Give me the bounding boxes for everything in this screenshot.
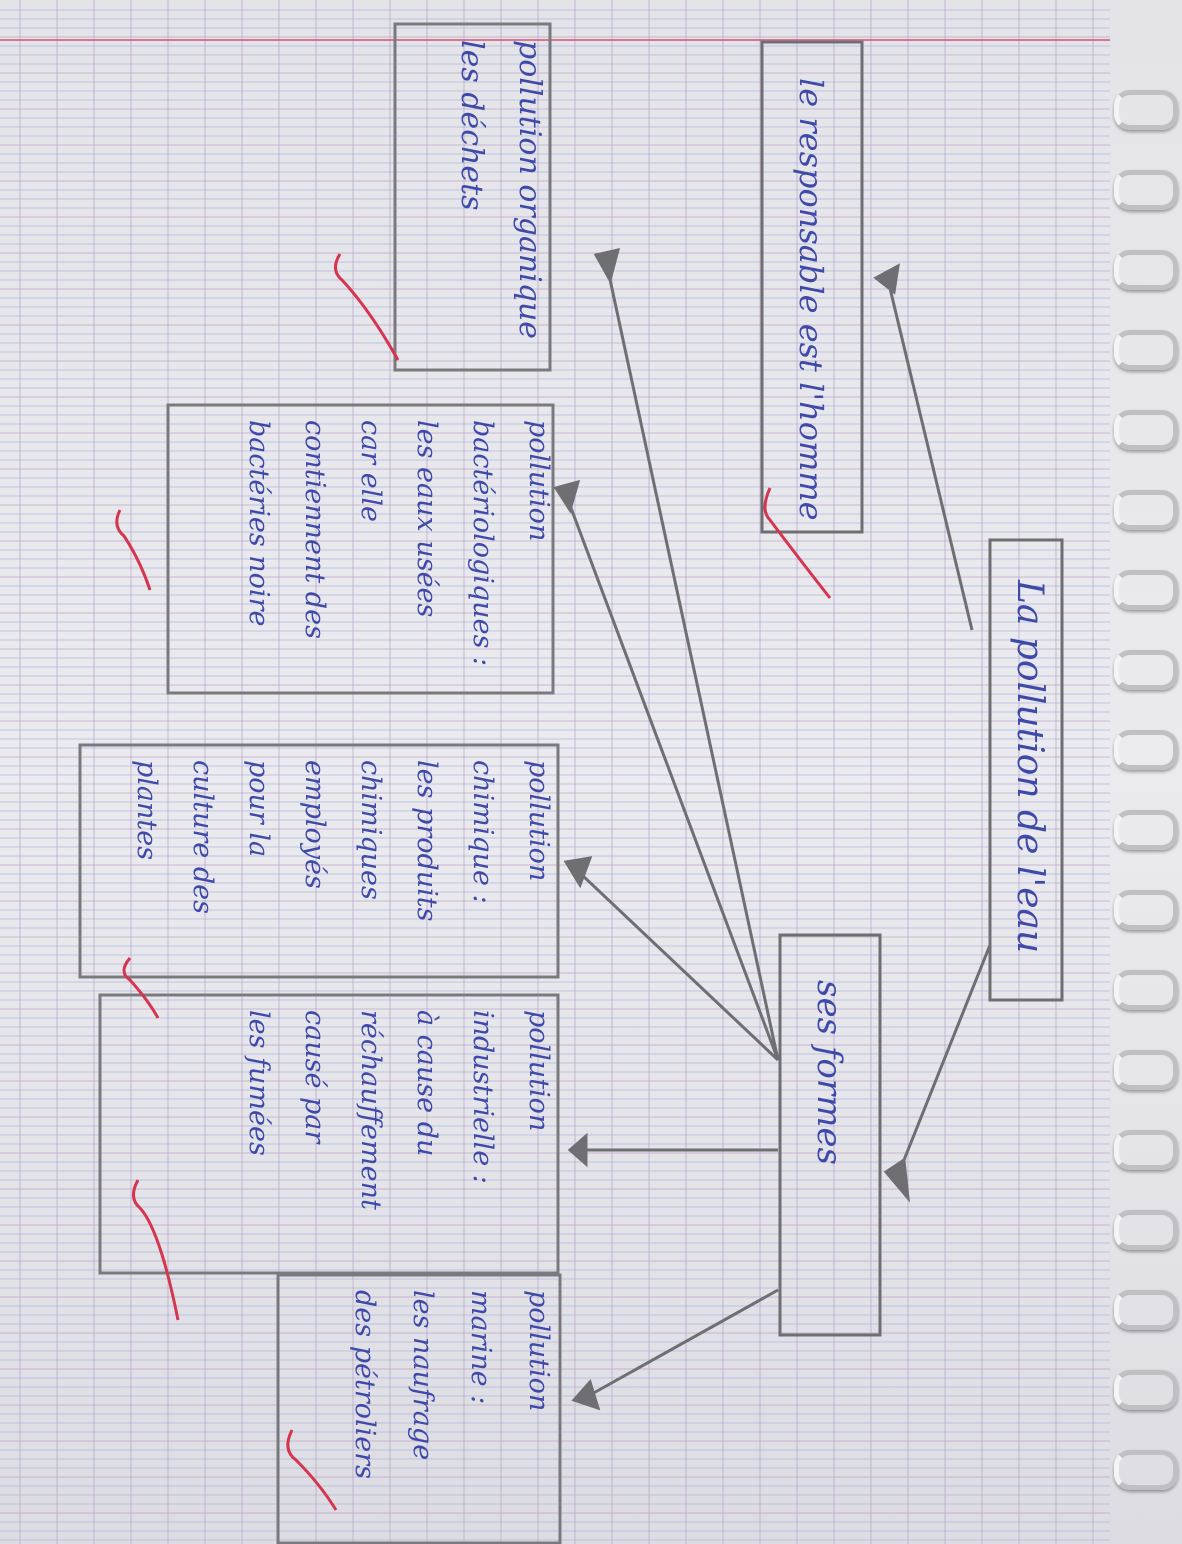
forms-frame bbox=[778, 933, 882, 1337]
ring bbox=[1114, 490, 1178, 530]
chemical-line: plantes bbox=[131, 760, 162, 860]
chemical-line: pour la bbox=[243, 760, 274, 857]
arrow-forms-to-chemical bbox=[580, 873, 780, 1062]
industrial-frame bbox=[98, 993, 560, 1275]
rotated-text: La pollution de l'eau le responsable est… bbox=[792, 78, 1050, 1165]
marine-line: des pétroliers bbox=[349, 1290, 380, 1479]
marine-line: les naufrage bbox=[407, 1290, 438, 1460]
marine-line: pollution bbox=[523, 1290, 554, 1411]
check-bacteriological bbox=[115, 509, 152, 591]
chemical-line: pollution bbox=[523, 760, 554, 881]
industrial-line: industrielle : bbox=[467, 1010, 498, 1184]
ring bbox=[1114, 1210, 1178, 1250]
title-box bbox=[988, 538, 1064, 1002]
ring bbox=[1114, 570, 1178, 610]
bacteriological-frame bbox=[166, 403, 555, 695]
red-checkmarks bbox=[115, 253, 832, 1511]
arrowhead-forms bbox=[883, 1157, 911, 1203]
ring bbox=[1114, 1130, 1178, 1170]
box-texts: pollution organique les déchets pollution b… bbox=[131, 40, 554, 1479]
chemical-frame bbox=[78, 743, 560, 979]
industrial-line: pollution bbox=[523, 1010, 554, 1131]
chemical-line: les produits bbox=[411, 760, 442, 922]
arrowhead-marine bbox=[571, 1379, 601, 1411]
marine-frame bbox=[276, 1273, 562, 1544]
ring bbox=[1114, 170, 1178, 210]
arrow-title-to-responsible bbox=[886, 279, 974, 631]
bacteriological-line: bactéries noire bbox=[243, 420, 274, 626]
arrowhead-responsible bbox=[873, 263, 900, 295]
arrowhead-bacteriological bbox=[553, 479, 581, 514]
vertical-grid-lines bbox=[19, 0, 1094, 1544]
responsible-box bbox=[760, 40, 864, 534]
bacteriological-line: bactériologiques : bbox=[467, 420, 498, 666]
chemical-line: culture des bbox=[187, 760, 218, 914]
chemical-line: chimique : bbox=[467, 760, 498, 904]
ruled-lines bbox=[0, 9, 1110, 1541]
ring bbox=[1114, 250, 1178, 290]
arrows bbox=[553, 247, 992, 1411]
organic-frame bbox=[393, 22, 552, 372]
chemical-line: employés bbox=[299, 760, 330, 889]
check-chemical bbox=[122, 957, 160, 1019]
ring bbox=[1114, 810, 1178, 850]
forms-box bbox=[778, 933, 882, 1337]
check-industrial bbox=[132, 1179, 180, 1321]
check-marine bbox=[286, 1429, 338, 1511]
organic-line: pollution organique bbox=[512, 40, 547, 339]
ring bbox=[1114, 730, 1178, 770]
ring bbox=[1114, 410, 1178, 450]
chemical-line: chimiques bbox=[355, 760, 386, 900]
arrowhead-organic bbox=[593, 247, 621, 284]
bacteriological-line: car elle bbox=[355, 420, 386, 522]
arrowhead-chemical bbox=[563, 856, 593, 889]
ring bbox=[1114, 970, 1178, 1010]
responsible-frame bbox=[760, 40, 864, 534]
industrial-line: causé par bbox=[299, 1010, 330, 1145]
industrial-line: les fumées bbox=[243, 1010, 274, 1156]
arrowhead-industrial bbox=[567, 1132, 588, 1168]
ring bbox=[1114, 90, 1178, 130]
ring bbox=[1114, 890, 1178, 930]
bacteriological-line: les eaux usées bbox=[411, 420, 442, 617]
ring bbox=[1114, 1050, 1178, 1090]
forms-text: ses formes bbox=[809, 980, 849, 1165]
ring bbox=[1114, 1450, 1178, 1490]
ring bbox=[1114, 650, 1178, 690]
check-responsible bbox=[763, 487, 832, 599]
title-frame bbox=[988, 538, 1064, 1002]
responsible-text: le responsable est l'homme bbox=[792, 78, 830, 521]
industrial-line: à cause du bbox=[411, 1010, 442, 1156]
ring bbox=[1114, 330, 1178, 370]
spiral-binding bbox=[1108, 0, 1182, 1544]
arrow-forms-to-marine bbox=[589, 1288, 779, 1397]
title-text: La pollution de l'eau bbox=[1009, 579, 1050, 953]
arrow-forms-to-organic bbox=[606, 269, 780, 1061]
ring bbox=[1114, 1370, 1178, 1410]
organic-line: les déchets bbox=[454, 40, 489, 211]
ring bbox=[1114, 1290, 1178, 1330]
industrial-line: réchauffement bbox=[355, 1010, 386, 1210]
arrow-title-to-forms bbox=[896, 944, 992, 1176]
check-organic bbox=[334, 253, 400, 361]
bacteriological-line: pollution bbox=[523, 420, 554, 541]
arrow-forms-to-bacteriological bbox=[566, 499, 780, 1061]
bacteriological-line: contiennent des bbox=[299, 420, 330, 639]
marine-line: marine : bbox=[465, 1290, 496, 1404]
